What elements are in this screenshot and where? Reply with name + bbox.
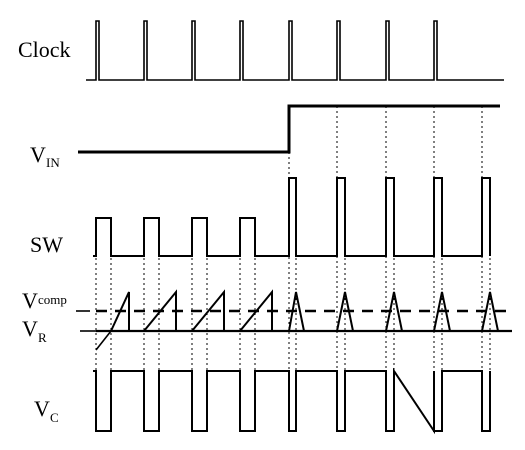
- vin-label-subscript: IN: [46, 155, 60, 170]
- vin-waveform: [78, 104, 500, 154]
- sw-waveform: [93, 177, 491, 257]
- vin-label: V: [30, 142, 46, 167]
- vc-waveform: [93, 367, 491, 435]
- vc-label: V: [34, 396, 50, 421]
- guide-lines: [95, 106, 491, 430]
- ramp-lead-segment: [95, 330, 112, 351]
- vr-label-subscript: R: [38, 330, 47, 345]
- vcomp-label-subscript: comp: [38, 292, 67, 307]
- sw-label: SW: [30, 232, 63, 257]
- vr-label: V: [22, 316, 38, 341]
- vc-label-subscript: C: [50, 410, 59, 425]
- clock-waveform: [86, 20, 504, 81]
- ramp-waveform: [110, 289, 499, 332]
- clock-label: Clock: [18, 37, 71, 62]
- vcomp-label: V: [22, 288, 38, 313]
